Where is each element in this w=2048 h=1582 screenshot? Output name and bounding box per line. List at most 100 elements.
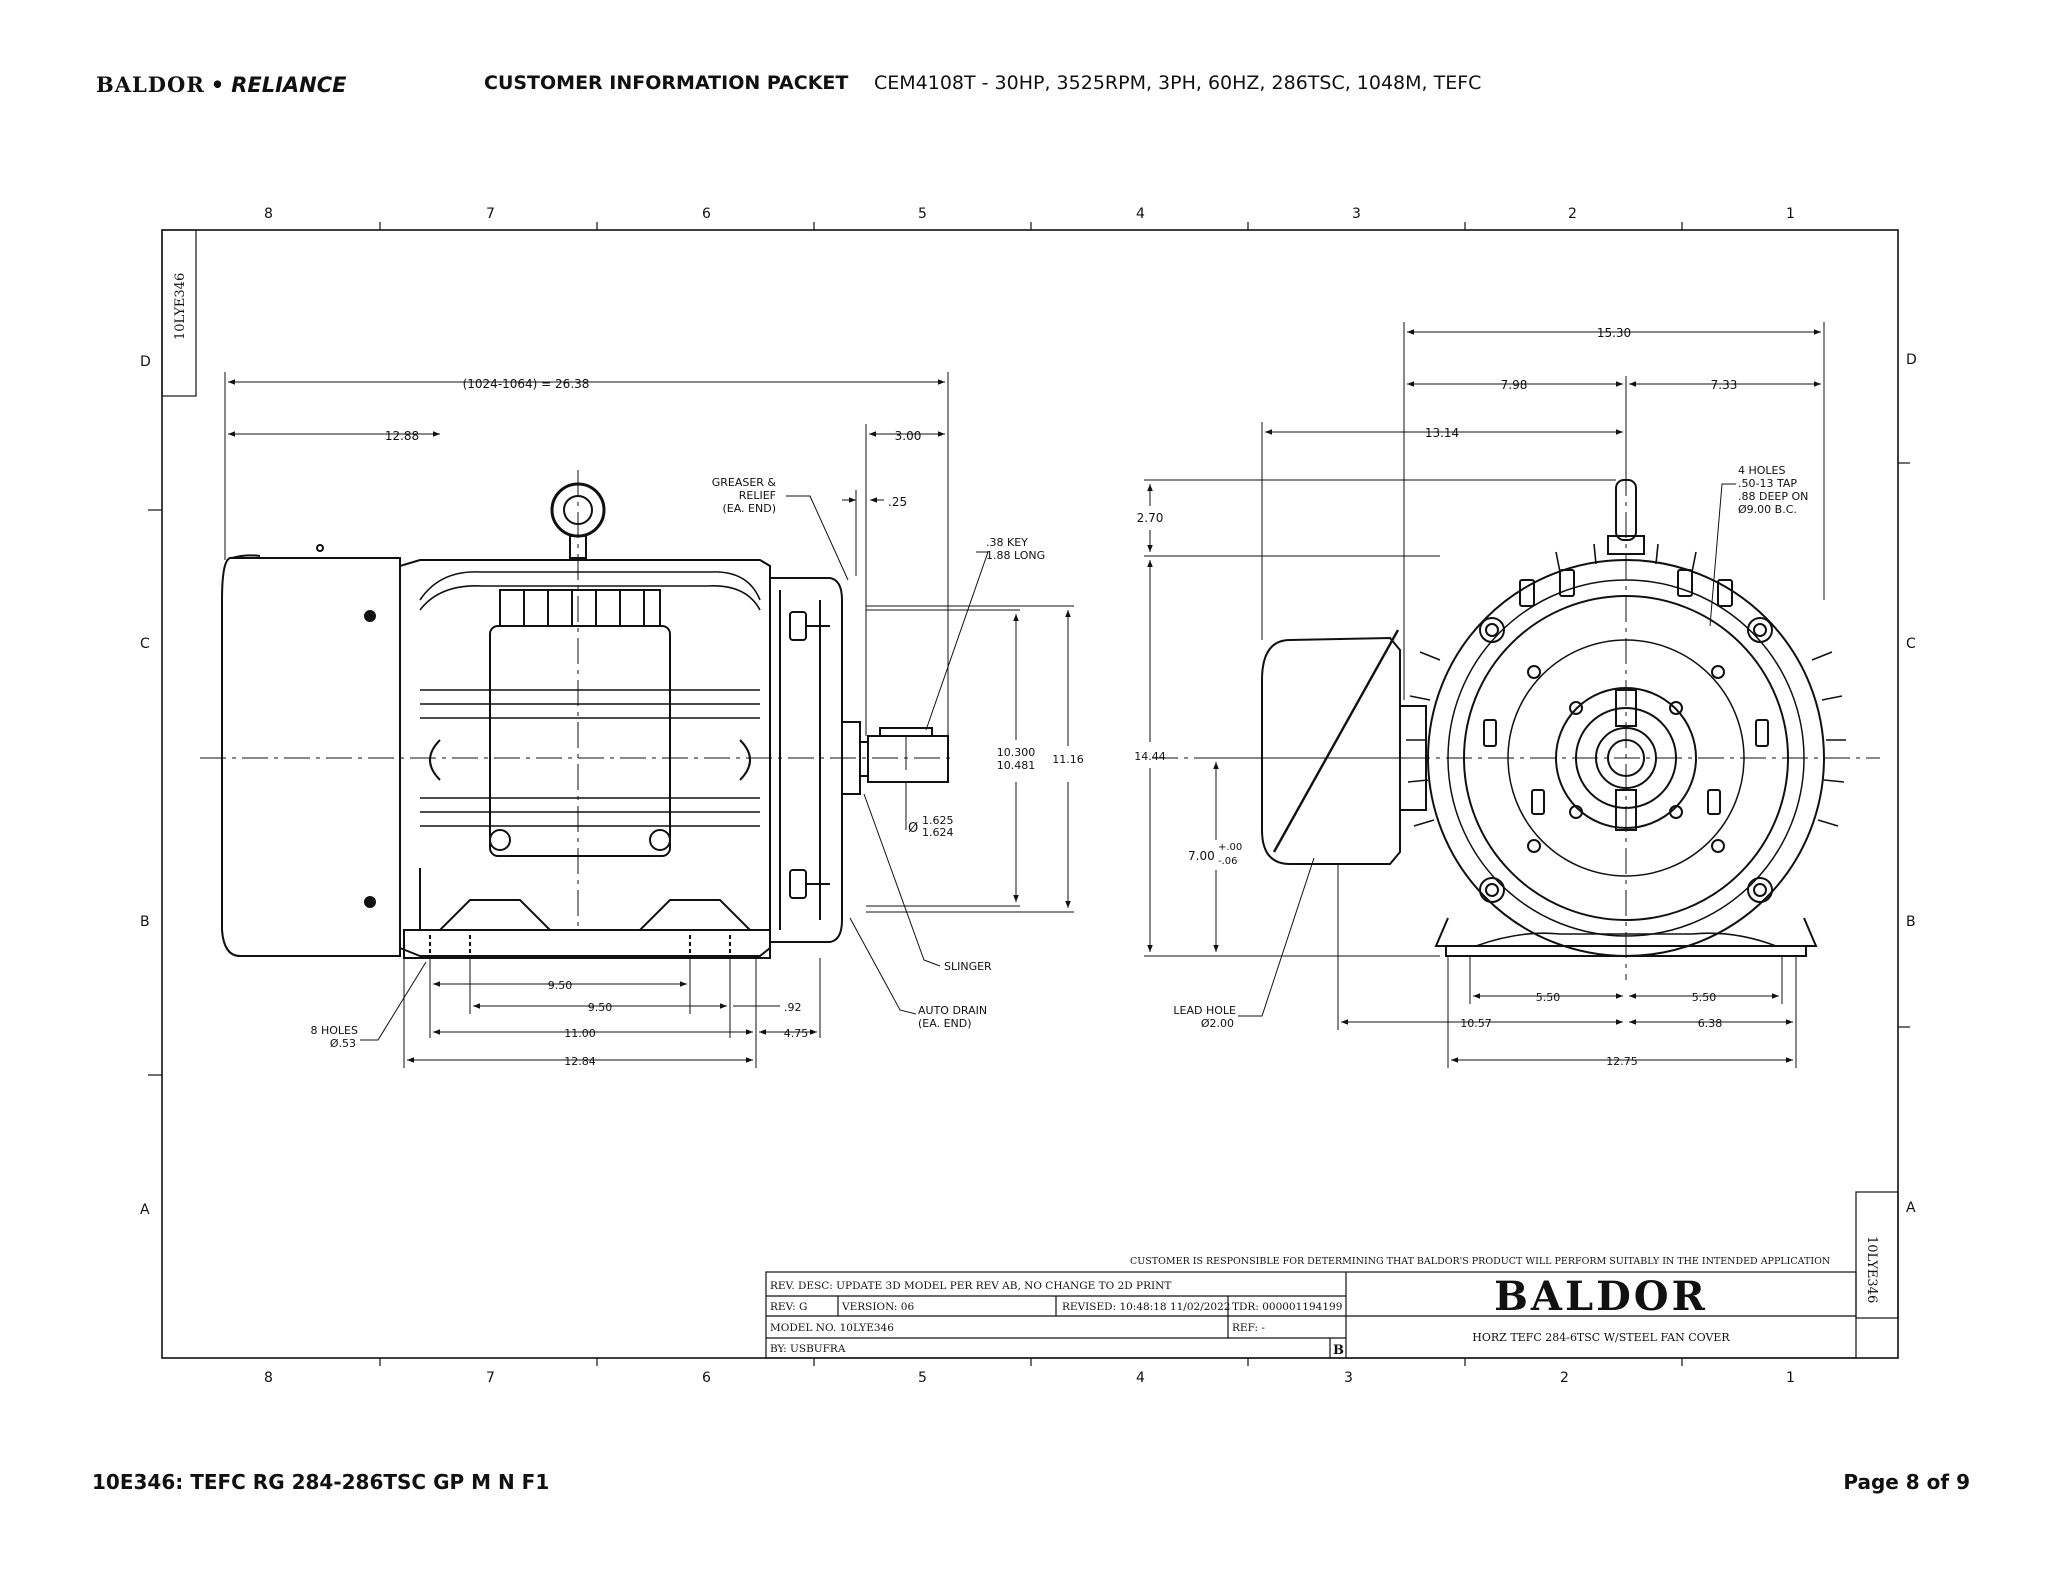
tap-note-line-4: Ø9.00 B.C. [1738, 503, 1797, 516]
sheet-size: B [1333, 1343, 1344, 1358]
row-left-c: C [140, 636, 150, 652]
row-left-b: B [140, 914, 150, 930]
model-description: CEM4108T - 30HP, 3525RPM, 3PH, 60HZ, 286… [874, 72, 1482, 94]
dim-11-00: 11.00 [564, 1027, 596, 1040]
row-right-c: C [1906, 636, 1916, 652]
dim-12-88: 12.88 [385, 429, 419, 443]
row-labels: D C B A D C B A [140, 352, 1917, 1218]
dim-2-70: 2.70 [1137, 511, 1164, 525]
footer-page-number: Page 8 of 9 [1843, 1470, 1970, 1494]
dim-10-481: 10.481 [997, 759, 1036, 772]
packet-title: CUSTOMER INFORMATION PACKET [484, 72, 849, 94]
dim-5-50-a: 5.50 [1536, 991, 1561, 1004]
footer-document-id: 10E346: TEFC RG 284-286TSC GP M N F1 [92, 1470, 550, 1494]
zone-bottom-7: 7 [486, 1370, 495, 1386]
zone-top-6: 6 [702, 206, 711, 222]
brand-reliance: RELIANCE [231, 73, 347, 97]
dim-9-50-b: 9.50 [588, 1001, 613, 1014]
greaser-line-2: RELIEF [739, 489, 776, 502]
dim-4-75: 4.75 [784, 1027, 809, 1040]
dim-9-50-a: 9.50 [548, 979, 573, 992]
tol-plus: +.00 [1218, 842, 1242, 853]
brand-separator: • [210, 72, 226, 97]
zone-bottom-6: 6 [702, 1370, 711, 1386]
row-left-a: A [140, 1202, 150, 1218]
model-no-value: MODEL NO. 10LYE346 [770, 1322, 894, 1334]
motor-end-view [1152, 470, 1880, 980]
zone-bottom-2: 2 [1560, 1370, 1569, 1386]
row-right-a: A [1906, 1200, 1916, 1216]
dim-15-30: 15.30 [1597, 326, 1631, 340]
greaser-line-1: GREASER & [712, 476, 777, 489]
zone-top-1: 1 [1786, 206, 1795, 222]
drawing-id-tab-left: 10LYE346 [161, 229, 197, 397]
revised-value: REVISED: 10:48:18 11/02/2022 [1062, 1301, 1230, 1313]
side-view-dimensions [224, 372, 1074, 1068]
drawing-id-left: 10LYE346 [173, 273, 188, 340]
zone-labels-top: 8 7 6 5 4 3 2 1 [264, 206, 1795, 222]
version-value: VERSION: 06 [841, 1301, 914, 1313]
drawing-frame [161, 229, 1899, 1359]
zone-top-5: 5 [918, 206, 927, 222]
motor-side-view [200, 470, 955, 959]
baldor-logo: BALDOR [1494, 1273, 1708, 1320]
zone-bottom-5: 5 [918, 1370, 927, 1386]
dim-0-92: .92 [784, 1001, 802, 1014]
dim-12-84: 12.84 [564, 1055, 596, 1068]
row-right-d: D [1906, 352, 1917, 368]
dim-14-44: 14.44 [1134, 750, 1166, 763]
disclaimer: CUSTOMER IS RESPONSIBLE FOR DETERMINING … [1130, 1256, 1830, 1267]
end-view-labels: 15.30 7.98 7.33 13.14 2.70 4 HOLES .50-1… [1134, 326, 1808, 1068]
dim-10-57: 10.57 [1460, 1017, 1492, 1030]
zone-top-2: 2 [1568, 206, 1577, 222]
dim-0-25: .25 [888, 495, 907, 509]
zone-top-8: 8 [264, 206, 273, 222]
zone-labels-bottom: 8 7 6 5 4 3 2 1 [264, 1370, 1795, 1386]
lead-hole-line-1: LEAD HOLE [1173, 1004, 1236, 1017]
title-block: CUSTOMER IS RESPONSIBLE FOR DETERMINING … [765, 1256, 1857, 1359]
dim-5-50-b: 5.50 [1692, 991, 1717, 1004]
lead-hole-line-2: Ø2.00 [1201, 1017, 1234, 1030]
tol-minus: -.06 [1218, 856, 1238, 867]
auto-drain-line-2: (EA. END) [918, 1017, 972, 1030]
dim-1-624: 1.624 [922, 826, 954, 839]
dim-6-38: 6.38 [1698, 1017, 1723, 1030]
zone-top-3: 3 [1352, 206, 1361, 222]
side-view-labels: (1024-1064) = 26.38 12.88 3.00 .25 GREAS… [311, 377, 1084, 1068]
dim-3-00: 3.00 [895, 429, 922, 443]
end-view-dimensions [1144, 322, 1825, 1068]
key-line-1: .38 KEY [986, 536, 1028, 549]
dim-7-00: 7.00 [1188, 849, 1215, 863]
dim-11-16: 11.16 [1052, 753, 1084, 766]
dim-12-75: 12.75 [1606, 1055, 1638, 1068]
holes-line-1: 8 HOLES [311, 1024, 359, 1037]
dim-7-98: 7.98 [1501, 378, 1528, 392]
dim-10-300: 10.300 [997, 746, 1036, 759]
holes-line-2: Ø.53 [330, 1037, 356, 1050]
rev-value: REV: G [770, 1301, 807, 1313]
auto-drain-line-1: AUTO DRAIN [918, 1004, 987, 1017]
tdr-value: TDR: 000001194199 [1232, 1301, 1342, 1313]
dim-7-33: 7.33 [1711, 378, 1738, 392]
row-left-d: D [140, 354, 151, 370]
slinger-label: SLINGER [944, 960, 992, 973]
tap-note-line-2: .50-13 TAP [1738, 477, 1797, 490]
zone-bottom-3: 3 [1344, 1370, 1353, 1386]
drawing-description: HORZ TEFC 284-6TSC W/STEEL FAN COVER [1472, 1331, 1730, 1344]
zone-ticks [148, 222, 1910, 1366]
drawing-id-tab-right: 10LYE346 [1855, 1191, 1899, 1319]
ref-value: REF: - [1232, 1322, 1265, 1334]
greaser-line-3: (EA. END) [722, 502, 776, 515]
zone-top-7: 7 [486, 206, 495, 222]
by-value: BY: USBUFRA [770, 1343, 846, 1355]
zone-bottom-1: 1 [1786, 1370, 1795, 1386]
dim-1-625: 1.625 [922, 814, 954, 827]
tap-note-line-1: 4 HOLES [1738, 464, 1786, 477]
dim-overall-length: (1024-1064) = 26.38 [463, 377, 590, 391]
row-right-b: B [1906, 914, 1916, 930]
shaft-dia-symbol: Ø [908, 821, 918, 836]
brand-baldor: BALDOR [96, 72, 205, 97]
rev-desc: REV. DESC: UPDATE 3D MODEL PER REV AB, N… [770, 1280, 1171, 1292]
zone-top-4: 4 [1136, 206, 1145, 222]
